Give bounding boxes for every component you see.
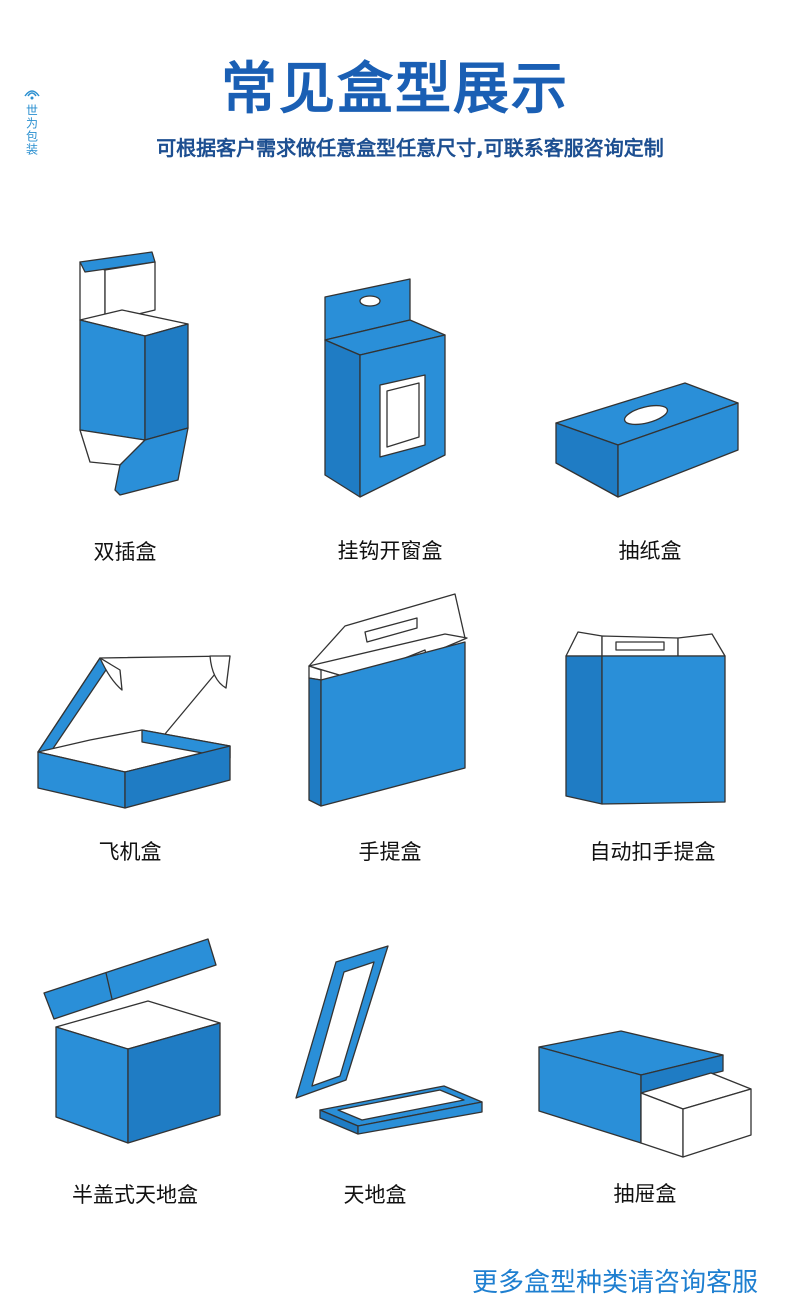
brand-mark-icon xyxy=(24,90,40,100)
mailer-box-icon xyxy=(37,655,231,809)
double-tuck-box-icon xyxy=(79,251,189,496)
box-label: 半盖式天地盒 xyxy=(72,1183,198,1207)
hang-window-box-icon xyxy=(324,278,446,498)
box-item-lid-base: 天地盒 xyxy=(290,940,490,1215)
tissue-box-icon xyxy=(555,382,739,498)
box-item-hang-window: 挂钩开窗盒 xyxy=(315,275,465,575)
box-item-auto-lock-handle: 自动扣手提盒 xyxy=(560,628,745,878)
auto-lock-handle-box-icon xyxy=(565,631,726,805)
drawer-box-icon xyxy=(538,1030,752,1158)
handle-box-icon xyxy=(308,593,468,807)
box-label: 手提盒 xyxy=(358,840,422,864)
box-item-half-lid: 半盖式天地盒 xyxy=(40,935,230,1215)
box-label: 双插盒 xyxy=(93,540,157,564)
half-lid-box-icon xyxy=(43,938,221,1144)
box-label: 天地盒 xyxy=(343,1183,407,1207)
more-box-types-link[interactable]: 更多盒型种类请咨询客服 xyxy=(471,1268,758,1298)
box-item-tissue: 抽纸盒 xyxy=(550,375,750,575)
lid-base-box-icon xyxy=(295,945,483,1135)
box-label: 自动扣手提盒 xyxy=(589,840,716,864)
box-label: 挂钩开窗盒 xyxy=(337,539,443,563)
box-label: 飞机盒 xyxy=(98,840,162,864)
box-item-double-tuck: 双插盒 xyxy=(60,240,220,570)
brand-name: 世为包装 xyxy=(24,104,39,156)
box-label: 抽纸盒 xyxy=(618,539,682,563)
page-subtitle: 可根据客户需求做任意盒型任意尺寸,可联系客服咨询定制 xyxy=(156,136,664,160)
page-title: 常见盒型展示 xyxy=(221,57,569,122)
box-item-mailer: 飞机盒 xyxy=(30,650,240,880)
brand-logo: 世为包装 xyxy=(22,86,42,156)
box-item-drawer: 抽屉盒 xyxy=(535,1025,755,1215)
box-item-handle: 手提盒 xyxy=(305,590,475,880)
box-label: 抽屉盒 xyxy=(613,1182,677,1206)
